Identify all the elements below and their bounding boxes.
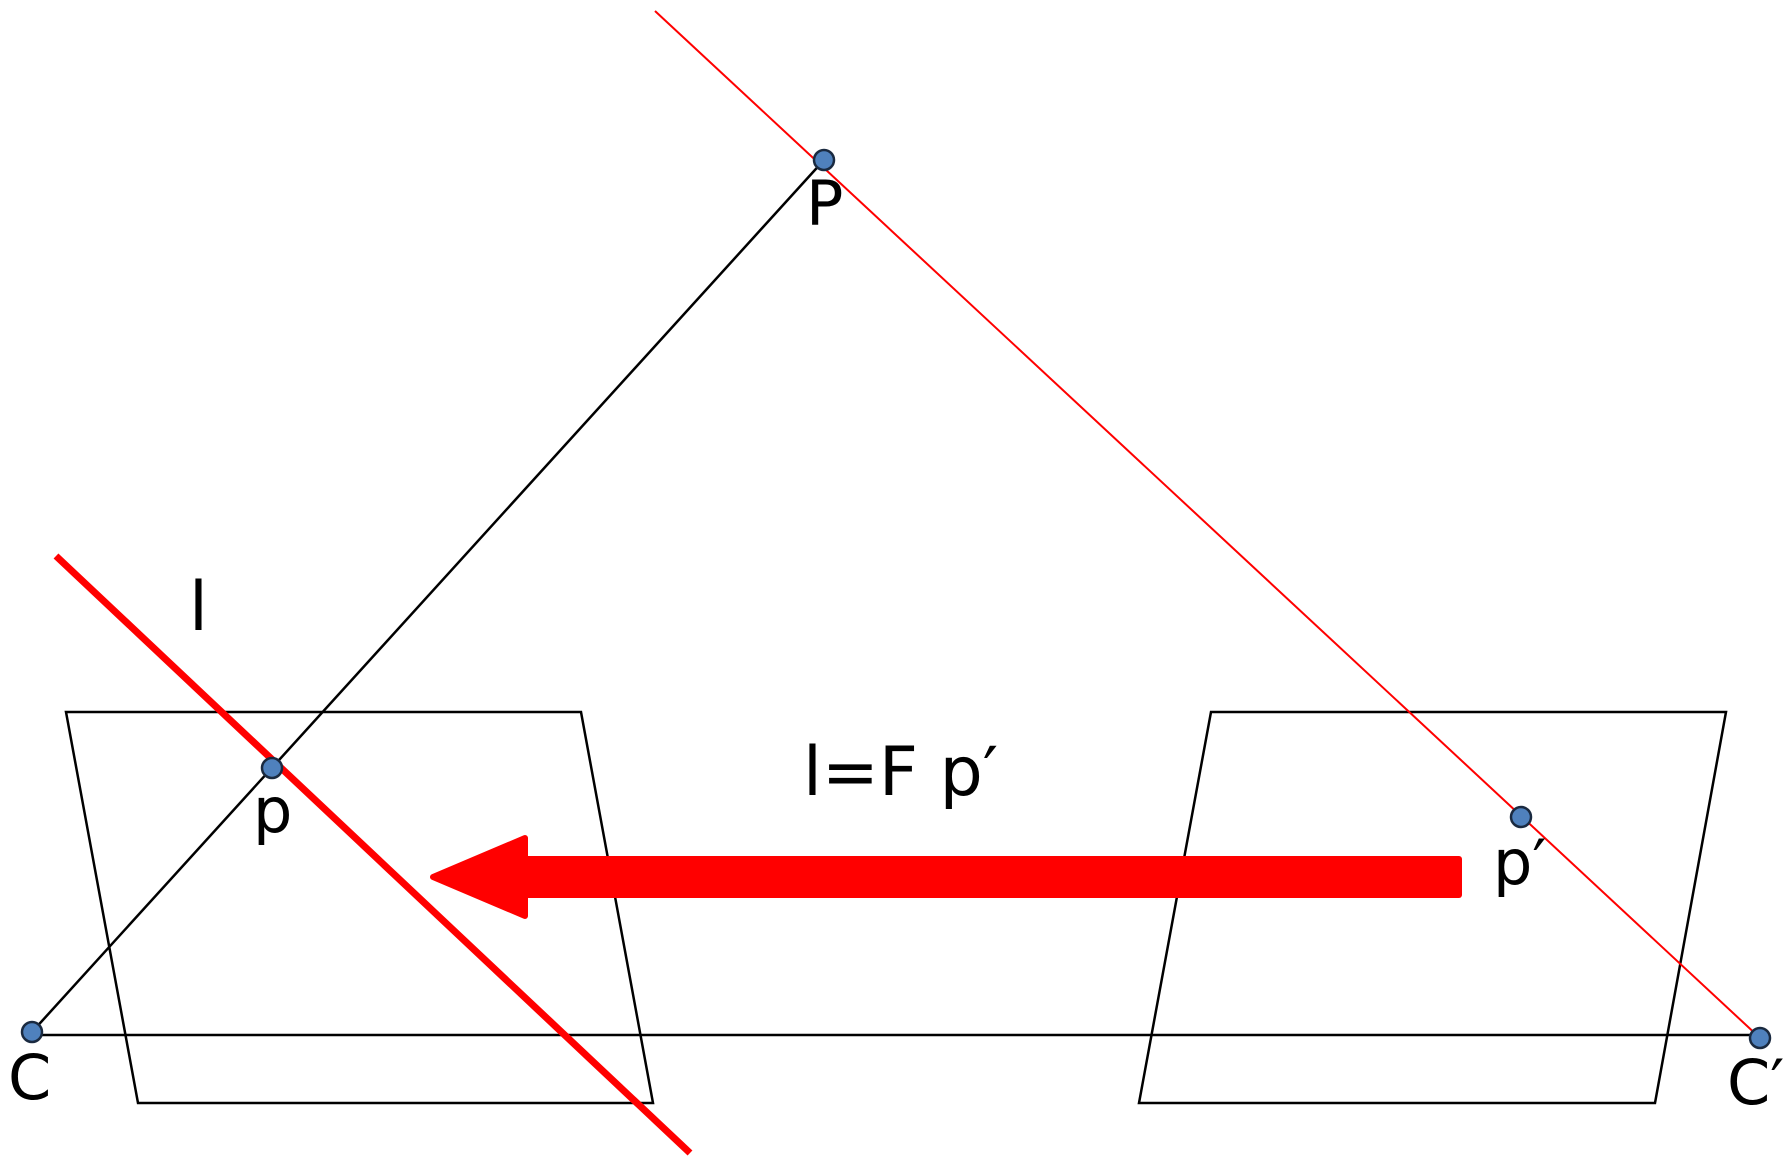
label-p: p (253, 774, 292, 847)
mapping-arrow (430, 835, 1462, 919)
label-C: C (8, 1041, 51, 1114)
ray-c-prime-to-P (654, 10, 1761, 1039)
right-image-plane (1137, 710, 1728, 1105)
label-C-prime: C′ (1727, 1046, 1784, 1119)
label-p-prime: p′ (1493, 826, 1546, 899)
epipolar-line-l (53, 553, 693, 1156)
point-p (260, 756, 284, 780)
point-P (812, 148, 836, 172)
equation-label: l=F p′ (803, 733, 998, 812)
ray-c-to-P (31, 159, 825, 1033)
label-P: P (806, 167, 843, 240)
point-p-prime (1509, 805, 1533, 829)
point-C (20, 1020, 44, 1044)
point-C-prime (1748, 1026, 1772, 1050)
left-image-plane (64, 710, 655, 1105)
label-epipolar-line: l (189, 568, 208, 647)
